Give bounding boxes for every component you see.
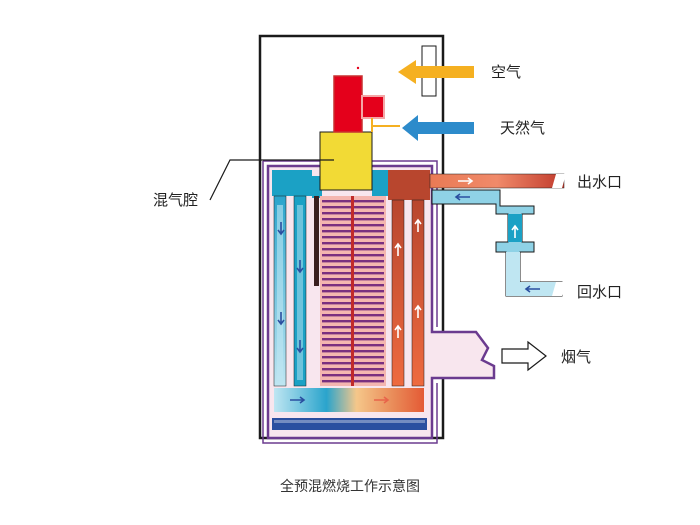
base-plate: [272, 418, 427, 430]
label-flue-gas: 烟气: [561, 348, 591, 366]
water-outlet-pipe: [429, 173, 565, 189]
label-air: 空气: [491, 63, 521, 81]
exchanger-spine: [351, 196, 354, 386]
label-natural-gas: 天然气: [500, 119, 545, 137]
gas-arrow: [402, 115, 474, 141]
flue-gas-arrow: [501, 340, 547, 372]
gas-valve: [361, 95, 385, 119]
divider-rod: [314, 196, 319, 286]
label-water-return: 回水口: [577, 283, 622, 301]
diagram-caption: 全预混燃烧工作示意图: [280, 478, 420, 495]
hot-pipe-inner: [391, 199, 405, 387]
mixing-chamber: [319, 131, 373, 191]
burner-fan: [333, 75, 363, 133]
label-mixing-chamber: 混气腔: [153, 191, 198, 209]
air-arrow: [398, 60, 474, 84]
flow-arrows: [277, 177, 540, 404]
water-return-pipe: [431, 189, 563, 297]
cold-water-header: [272, 170, 312, 196]
label-water-outlet: 出水口: [577, 173, 622, 191]
heat-exchanger: [320, 196, 386, 386]
mixing-chamber-leader: [209, 159, 334, 201]
hot-water-header: [388, 170, 430, 200]
hot-pipe-outer: [411, 199, 425, 387]
